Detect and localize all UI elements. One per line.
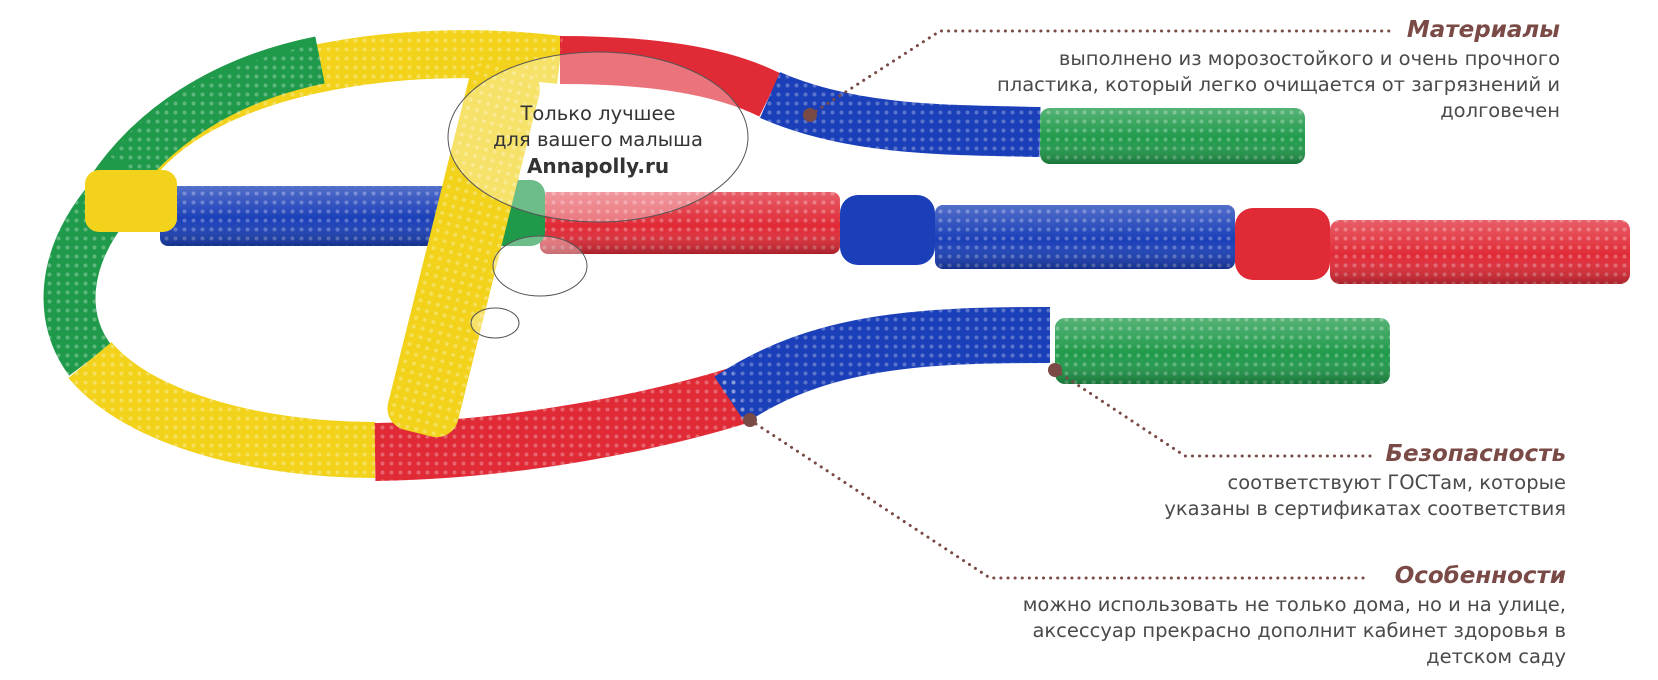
callout-description: соответствуют ГОСТам, которые указаны в … [1000,470,1566,522]
straight-segments [85,60,1630,438]
callout-line: указаны в сертификатах соответствия [1164,497,1566,520]
leader-dots [743,108,1062,427]
watermark-line-2: для вашего малыша [493,128,703,151]
callout-line: аксессуар прекрасно дополнит кабинет здо… [1032,619,1566,642]
callout-description: можно использовать не только дома, но и … [880,592,1566,670]
callout-title: Материалы [1406,17,1560,43]
callout-description: выполнено из морозостойкого и очень проч… [900,46,1560,124]
callout-line: соответствуют ГОСТам, которые [1227,471,1566,494]
balance-ring [43,30,1051,481]
callout-title: Безопасность [1385,441,1566,467]
watermark-line-1: Только лучшее [520,102,676,125]
watermark-text: Только лучшее для вашего малыша Annapoll… [448,101,748,179]
callout-line: пластика, который легко очищается от заг… [997,73,1560,96]
callout-title: Особенности [1394,563,1566,589]
callout-materials: Материалы выполнено из морозостойкого и … [900,16,1560,124]
callout-line: детском саду [1426,645,1566,668]
callout-line: выполнено из морозостойкого и очень проч… [1058,47,1560,70]
callout-line: можно использовать не только дома, но и … [1022,593,1566,616]
watermark-ellipses [447,51,749,339]
callout-safety: Безопасность соответствуют ГОСТам, котор… [1000,440,1566,522]
callout-features: Особенности можно использовать не только… [880,562,1566,670]
leader-lines [748,29,1397,580]
callout-line: долговечен [1440,99,1560,122]
watermark-brand: Annapolly.ru [526,154,670,178]
